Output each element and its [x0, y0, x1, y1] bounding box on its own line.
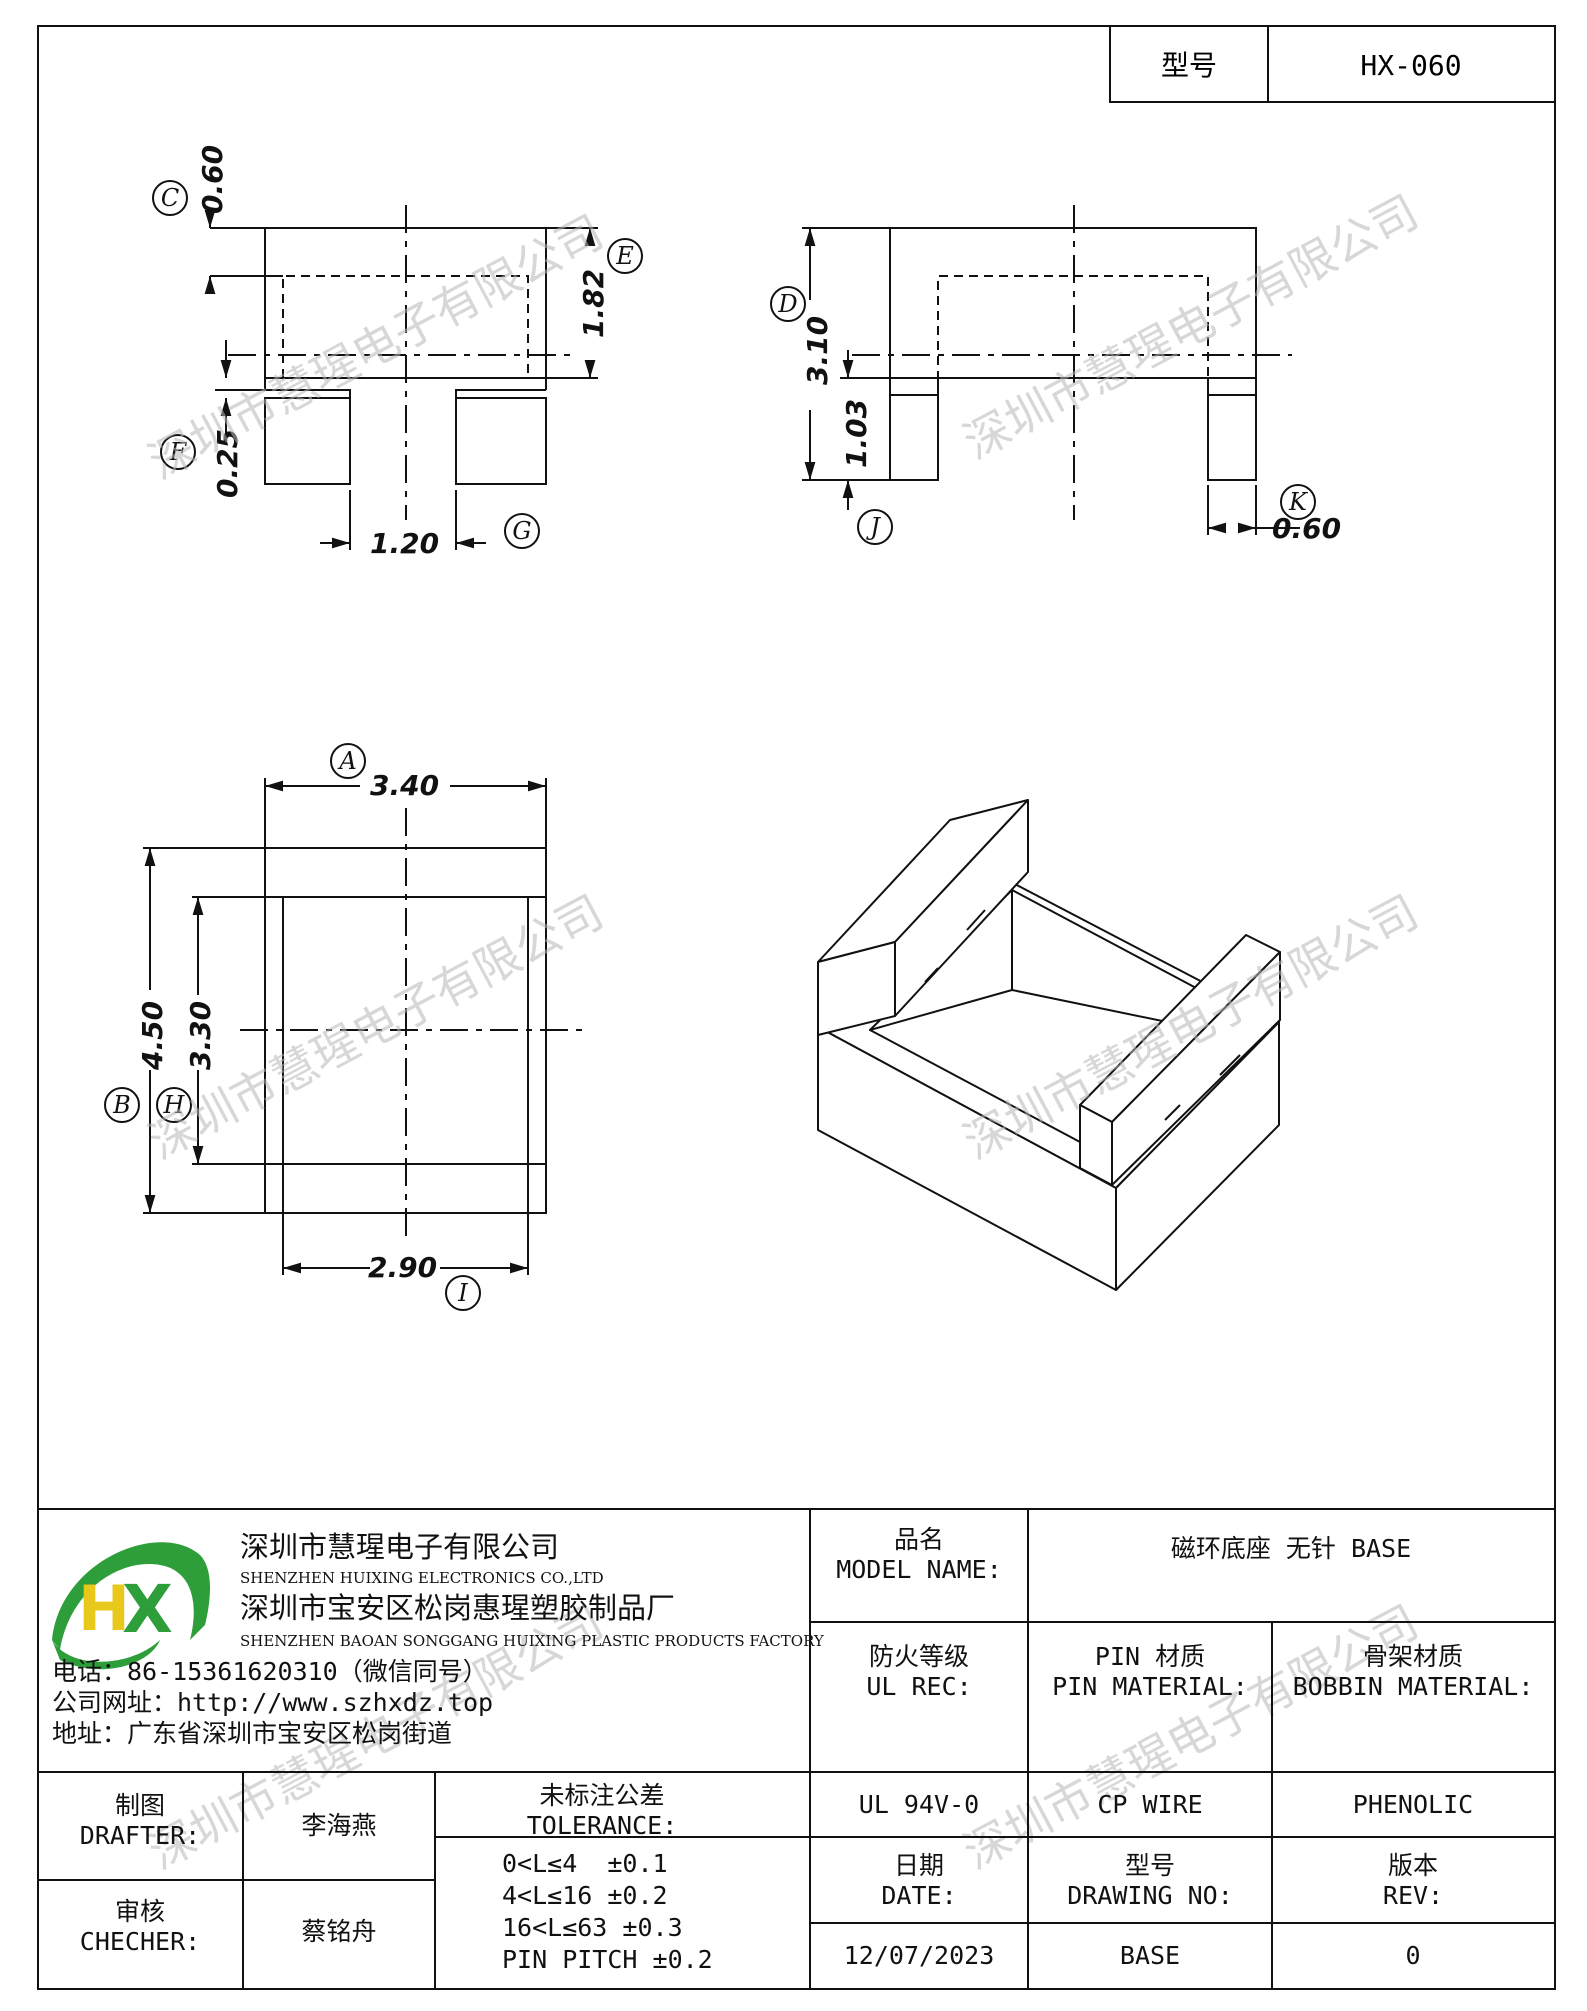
pin-value: CP WIRE — [1097, 1790, 1202, 1819]
checker-cn: 审核 — [115, 1897, 165, 1926]
dim-h: 3.30 — [184, 1001, 217, 1070]
title-block-text: 品名 MODEL NAME: 磁环底座 无针 BASE 防火等级 UL REC:… — [80, 1525, 1534, 1970]
callout-j — [857, 509, 893, 545]
rev-en: REV: — [1383, 1881, 1443, 1910]
company-info: 深圳市慧瑆电子有限公司 SHENZHEN HUIXING ELECTRONICS… — [52, 1530, 825, 1748]
callout-letter-a: A — [337, 747, 356, 775]
callout-d — [770, 286, 806, 322]
callout-circles — [104, 180, 1316, 1311]
callout-letter-c: C — [161, 184, 179, 212]
model-name-en: MODEL NAME: — [836, 1555, 1002, 1584]
company-phone: 电话：86-15361620310（微信同号） — [52, 1657, 488, 1686]
logo-letter-x: X — [122, 1571, 173, 1648]
callout-letter-g: G — [512, 517, 531, 545]
dim-f: 0.25 — [211, 429, 244, 498]
callout-letter-i: I — [457, 1279, 468, 1307]
front-view — [204, 205, 598, 550]
callout-i — [445, 1275, 481, 1311]
checker-en: CHECHER: — [80, 1927, 200, 1956]
drafter-cn: 制图 — [115, 1791, 165, 1820]
ul-cn: 防火等级 — [869, 1642, 969, 1671]
bobbin-value: PHENOLIC — [1353, 1790, 1473, 1819]
callout-c — [152, 180, 188, 216]
callout-b — [104, 1087, 140, 1123]
top-view — [143, 778, 584, 1275]
callout-letter-h: H — [163, 1091, 186, 1119]
isometric-view — [817, 799, 1281, 1291]
bobbin-en: BOBBIN MATERIAL: — [1293, 1672, 1534, 1701]
callout-letter-d: D — [777, 290, 797, 318]
tolerance-row: 0<L≤4 ±0.1 — [502, 1849, 668, 1878]
drawing-cn: 型号 — [1125, 1851, 1175, 1880]
tolerance-en: TOLERANCE: — [527, 1811, 678, 1840]
dimension-labels: 0.60 1.82 0.25 1.20 3.10 1.03 0.60 3.40 … — [136, 145, 1341, 1284]
tolerance-row: PIN PITCH ±0.2 — [502, 1945, 713, 1974]
factory-name-cn: 深圳市宝安区松岗惠瑆塑胶制品厂 — [240, 1591, 675, 1625]
callout-letter-k: K — [1288, 488, 1309, 516]
company-name-en: SHENZHEN HUIXING ELECTRONICS CO.,LTD — [240, 1569, 604, 1587]
callout-letter-b: B — [112, 1091, 131, 1119]
header-model-box: 型号 HX-060 — [1109, 25, 1556, 103]
dim-i: 2.90 — [368, 1251, 437, 1284]
tolerance-row: 16<L≤63 ±0.3 — [502, 1913, 683, 1942]
drafter-name: 李海燕 — [301, 1811, 376, 1840]
dim-g: 1.20 — [370, 527, 439, 560]
date-en: DATE: — [881, 1881, 956, 1910]
company-logo: H X — [52, 1542, 210, 1670]
tolerance-cn: 未标注公差 — [539, 1781, 664, 1810]
callout-e — [607, 238, 643, 274]
callout-letter-j: J — [865, 513, 881, 541]
company-website: 公司网址：http://www.szhxdz.top — [52, 1688, 493, 1717]
rev-value: 0 — [1405, 1941, 1420, 1970]
date-cn: 日期 — [894, 1851, 944, 1880]
drawing-en: DRAWING NO: — [1067, 1881, 1233, 1910]
ul-value: UL 94V-0 — [859, 1790, 979, 1819]
callout-h — [156, 1087, 192, 1123]
model-name-value: 磁环底座 无针 BASE — [1171, 1534, 1411, 1563]
callout-f — [160, 434, 196, 470]
dim-a: 3.40 — [370, 769, 439, 802]
pin-en: PIN MATERIAL: — [1052, 1672, 1248, 1701]
callout-letter-e: E — [615, 242, 634, 270]
dim-c: 0.60 — [196, 145, 229, 214]
watermark-1: 深圳市慧瑆电子有限公司 — [140, 204, 612, 489]
title-block-grid — [38, 1508, 1555, 1989]
callout-letter-f: F — [169, 438, 188, 466]
company-name-cn: 深圳市慧瑆电子有限公司 — [240, 1530, 559, 1564]
callout-g — [504, 513, 540, 549]
dim-e: 1.82 — [577, 269, 610, 338]
callout-letters: C E F G D J K A B H I — [112, 184, 1309, 1307]
tolerance-row: 4<L≤16 ±0.2 — [502, 1881, 668, 1910]
header-model-label: 型号 — [1161, 49, 1217, 82]
drawing-value: BASE — [1120, 1941, 1180, 1970]
ul-en: UL REC: — [866, 1672, 971, 1701]
pin-cn: PIN 材质 — [1095, 1642, 1205, 1671]
header-model-value: HX-060 — [1360, 49, 1461, 82]
logo-letter-h: H — [78, 1572, 130, 1645]
dim-b: 4.50 — [136, 1001, 169, 1071]
factory-name-en: SHENZHEN BAOAN SONGGANG HUIXING PLASTIC … — [240, 1632, 825, 1650]
logo-swoosh-icon — [52, 1542, 210, 1650]
drafter-en: DRAFTER: — [80, 1821, 200, 1850]
outer-frame — [37, 25, 1556, 1990]
tolerance-rows: 0<L≤4 ±0.1 4<L≤16 ±0.2 16<L≤63 ±0.3 PIN … — [502, 1849, 713, 1974]
callout-k — [1280, 484, 1316, 520]
dim-j: 1.03 — [840, 399, 873, 468]
dim-d: 3.10 — [801, 316, 834, 385]
company-address: 地址：广东省深圳市宝安区松岗街道 — [52, 1719, 452, 1748]
side-view — [802, 205, 1300, 535]
callout-a — [330, 743, 366, 779]
model-name-cn: 品名 — [894, 1525, 944, 1554]
bobbin-cn: 骨架材质 — [1363, 1642, 1463, 1671]
checker-name: 蔡铭舟 — [301, 1917, 376, 1946]
watermarks: 深圳市慧瑆电子有限公司 深圳市慧瑆电子有限公司 深圳市慧瑆电子有限公司 深圳市慧… — [140, 184, 1427, 1879]
rev-cn: 版本 — [1388, 1851, 1438, 1880]
date-value: 12/07/2023 — [844, 1941, 995, 1970]
